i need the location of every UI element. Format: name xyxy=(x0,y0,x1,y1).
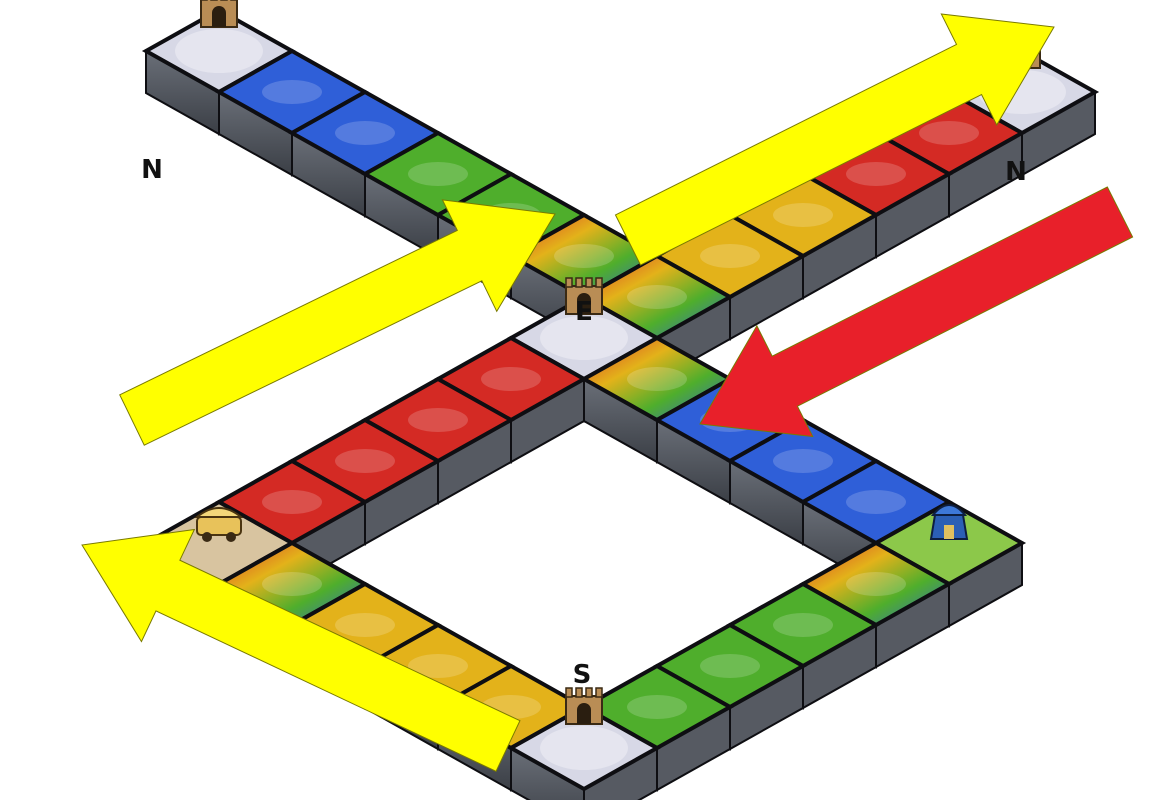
yellow-upper-right-arrow xyxy=(614,13,1055,266)
compass-label-east: E xyxy=(575,297,593,327)
castle-icon-north-left xyxy=(200,0,238,28)
wagon-icon xyxy=(194,507,244,542)
red-right-arrow xyxy=(699,186,1134,438)
tile-ls-4 xyxy=(506,704,662,800)
castle-icon-south xyxy=(565,687,603,725)
board xyxy=(141,7,1100,800)
compass-label-south: S xyxy=(573,660,592,690)
yellow-lower-left-arrow xyxy=(81,528,521,772)
tent-icon xyxy=(929,504,969,540)
castle-icon-east xyxy=(565,277,603,315)
compass-labels: N N E S xyxy=(141,155,1027,690)
compass-label-north-left: N xyxy=(141,155,163,185)
yellow-middle-arrow xyxy=(119,199,556,446)
arrows-layer xyxy=(81,13,1134,772)
compass-label-north-right: N xyxy=(1005,157,1027,187)
